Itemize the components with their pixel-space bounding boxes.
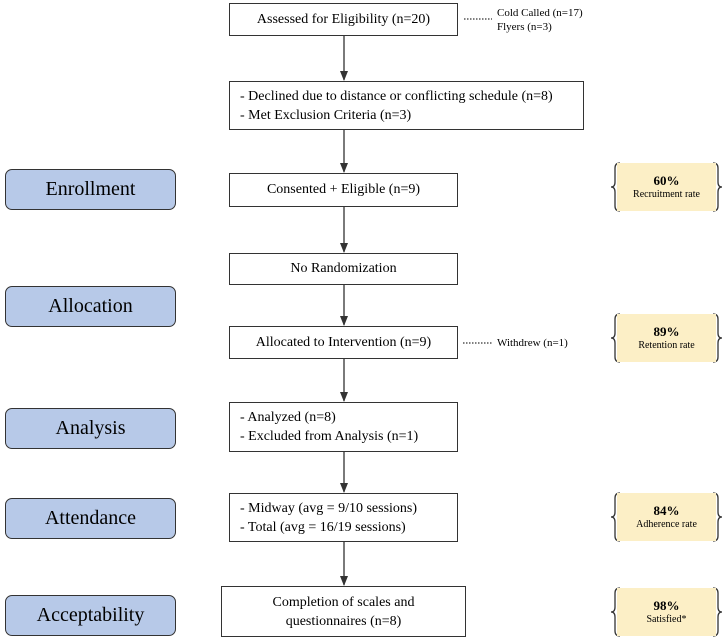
metric-adherence-value: 84% [653, 503, 680, 518]
brace-left-adherence [610, 492, 621, 542]
eligibility-box: Assessed for Eligibility (n=20) [229, 3, 458, 36]
stage-allocation-label: Allocation [48, 295, 133, 317]
exclusions-box: - Declined due to distance or conflictin… [229, 81, 584, 130]
brace-right-satisfaction [712, 587, 723, 637]
metric-adherence-label: Adherence rate [636, 519, 697, 530]
stage-analysis: Analysis [5, 408, 176, 449]
brace-right-retention [712, 313, 723, 363]
brace-left-retention [610, 313, 621, 363]
metric-retention-value: 89% [653, 324, 680, 339]
attendance-line-2: - Total (avg = 16/19 sessions) [240, 519, 406, 535]
metric-satisfaction-label: Satisfied* [646, 614, 687, 625]
completion-line-2: questionnaires (n=8) [285, 613, 402, 629]
stage-acceptability-label: Acceptability [36, 604, 145, 626]
metric-satisfaction-value: 98% [653, 598, 680, 613]
randomization-box: No Randomization [229, 253, 458, 285]
consented-box: Consented + Eligible (n=9) [229, 173, 458, 207]
analysis-line-1: - Analyzed (n=8) [240, 410, 336, 425]
completion-box: Completion of scales and questionnaires … [221, 586, 466, 637]
metric-recruitment-label: Recruitment rate [633, 189, 700, 200]
brace-right-recruitment [712, 162, 723, 212]
stage-analysis-label: Analysis [55, 417, 126, 439]
completion-line-1: Completion of scales and [272, 594, 415, 610]
metric-retention: 89% Retention rate [617, 314, 716, 362]
stage-attendance: Attendance [5, 498, 176, 539]
brace-left-satisfaction [610, 587, 621, 637]
metric-adherence: 84% Adherence rate [617, 493, 716, 541]
analysis-box: - Analyzed (n=8) - Excluded from Analysi… [229, 402, 458, 452]
stage-acceptability: Acceptability [5, 595, 176, 636]
metric-recruitment-value: 60% [653, 173, 680, 188]
analysis-line-2: - Excluded from Analysis (n=1) [240, 429, 419, 444]
stage-allocation: Allocation [5, 286, 176, 327]
consented-text: Consented + Eligible (n=9) [266, 182, 421, 197]
source-flyers: Flyers (n=3) [497, 21, 552, 33]
allocated-box: Allocated to Intervention (n=9) [229, 326, 458, 359]
allocated-text: Allocated to Intervention (n=9) [255, 334, 432, 350]
randomization-text: No Randomization [290, 261, 397, 276]
brace-right-adherence [712, 492, 723, 542]
brace-left-recruitment [610, 162, 621, 212]
stage-enrollment-label: Enrollment [45, 178, 136, 200]
attendance-box: - Midway (avg = 9/10 sessions) - Total (… [229, 493, 458, 542]
eligibility-text: Assessed for Eligibility (n=20) [256, 11, 431, 27]
withdrew-note: Withdrew (n=1) [497, 336, 568, 350]
stage-attendance-label: Attendance [44, 507, 137, 529]
exclusion-line-2: - Met Exclusion Criteria (n=3) [240, 107, 412, 123]
withdrew-text: Withdrew (n=1) [497, 337, 568, 349]
metric-satisfaction: 98% Satisfied* [617, 588, 716, 636]
recruitment-sources: Cold Called (n=17) Flyers (n=3) [497, 6, 583, 34]
stage-enrollment: Enrollment [5, 169, 176, 210]
metric-recruitment: 60% Recruitment rate [617, 163, 716, 211]
metric-retention-label: Retention rate [638, 340, 695, 351]
attendance-line-1: - Midway (avg = 9/10 sessions) [240, 500, 418, 516]
source-cold-called: Cold Called (n=17) [497, 7, 583, 19]
exclusion-line-1: - Declined due to distance or conflictin… [240, 88, 553, 104]
